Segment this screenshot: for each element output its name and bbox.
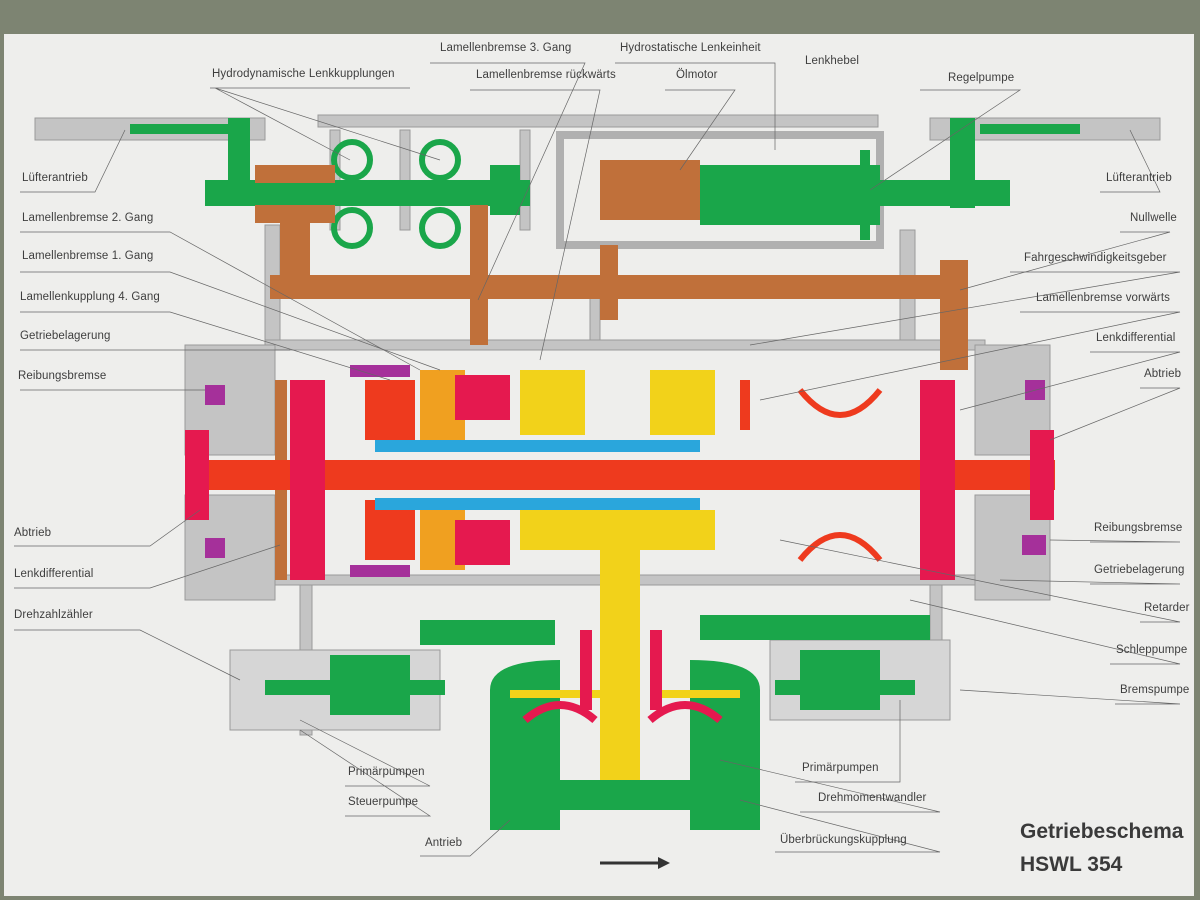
brown-counter-shaft bbox=[255, 160, 968, 580]
top-green-shaft bbox=[130, 118, 1080, 249]
direction-arrow-icon bbox=[600, 857, 670, 869]
label-lenkdifferential-right: Lenkdifferential bbox=[1096, 332, 1176, 344]
label-getriebelagerung-right: Getriebelagerung bbox=[1094, 564, 1185, 576]
label-regelpumpe: Regelpumpe bbox=[948, 72, 1015, 84]
planetary-sets bbox=[350, 365, 715, 800]
label-oelmotor: Ölmotor bbox=[676, 69, 718, 81]
label-schleppumpe: Schleppumpe bbox=[1116, 644, 1188, 656]
label-bremspumpe: Bremspumpe bbox=[1120, 684, 1190, 696]
label-hydrostatische-lenkeinheit: Hydrostatische Lenkeinheit bbox=[620, 42, 761, 54]
label-drehmomentwandler: Drehmomentwandler bbox=[818, 792, 927, 804]
label-hydrodynamische-lenkkupplungen: Hydrodynamische Lenkkupplungen bbox=[212, 68, 395, 80]
label-retarder: Retarder bbox=[1144, 602, 1190, 614]
leader-lines bbox=[14, 62, 1181, 857]
label-abtrieb-left: Abtrieb bbox=[14, 527, 52, 539]
label-primaerpumpen-left: Primärpumpen bbox=[348, 766, 425, 778]
label-getriebelagerung-left: Getriebelagerung bbox=[20, 330, 111, 342]
label-lamellenbremse-vorwaerts: Lamellenbremse vorwärts bbox=[1036, 292, 1170, 304]
label-drehzahlzaehler: Drehzahlzähler bbox=[14, 609, 93, 621]
label-primaerpumpen-right: Primärpumpen bbox=[802, 762, 879, 774]
label-lenkhebel: Lenkhebel bbox=[805, 55, 859, 67]
label-abtrieb-right: Abtrieb bbox=[1144, 368, 1182, 380]
label-reibungsbremse-left: Reibungsbremse bbox=[18, 370, 107, 382]
label-reibungsbremse-right: Reibungsbremse bbox=[1094, 522, 1183, 534]
diagram-title: Getriebeschema bbox=[1020, 820, 1184, 843]
label-ueberbrueckungskupplung: Überbrückungskupplung bbox=[780, 834, 907, 846]
label-lamellenkupplung-4-gang: Lamellenkupplung 4. Gang bbox=[20, 291, 160, 303]
housing bbox=[34, 114, 1161, 736]
label-antrieb: Antrieb bbox=[425, 837, 463, 849]
label-lenkdifferential-left: Lenkdifferential bbox=[14, 568, 94, 580]
label-luefterantrieb-right: Lüfterantrieb bbox=[1106, 172, 1172, 184]
label-luefterantrieb-left: Lüfterantrieb bbox=[22, 172, 88, 184]
torque-converter bbox=[510, 630, 740, 724]
label-fahrgeschwindigkeitsgeber: Fahrgeschwindigkeitsgeber bbox=[1024, 252, 1167, 264]
label-lamellenbremse-rueckwaerts: Lamellenbremse rückwärts bbox=[476, 69, 616, 81]
label-lamellenbremse-3-gang: Lamellenbremse 3. Gang bbox=[440, 42, 572, 54]
label-nullwelle: Nullwelle bbox=[1130, 212, 1177, 224]
label-steuerpumpe: Steuerpumpe bbox=[348, 796, 419, 808]
label-lamellenbremse-1-gang: Lamellenbremse 1. Gang bbox=[22, 250, 154, 262]
label-lamellenbremse-2-gang: Lamellenbremse 2. Gang bbox=[22, 212, 154, 224]
diagram-model: HSWL 354 bbox=[1020, 853, 1123, 876]
